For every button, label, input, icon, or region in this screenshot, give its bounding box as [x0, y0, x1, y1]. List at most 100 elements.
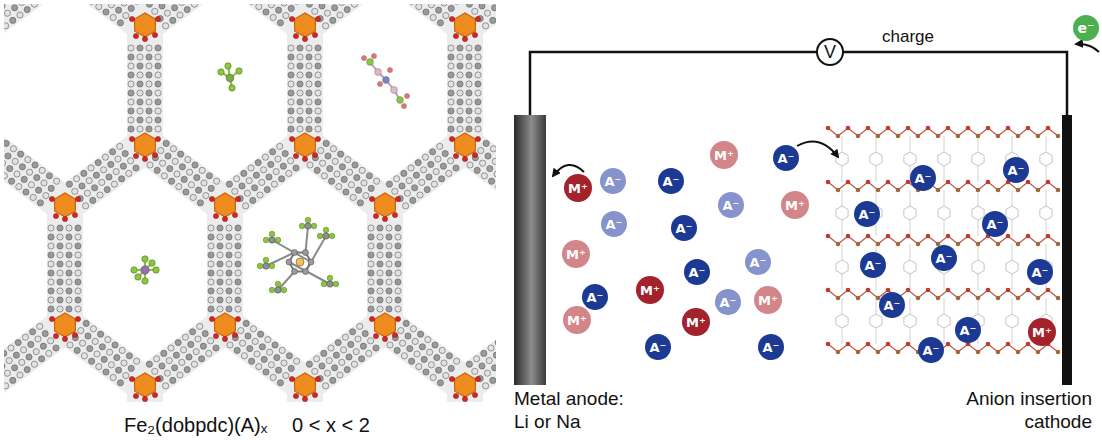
- anion-circle-faded: A⁻: [601, 211, 627, 237]
- oxygen-atom: [213, 213, 218, 218]
- carbon-atom: [57, 252, 63, 258]
- oxygen-atom: [232, 332, 237, 337]
- carbon-atom: [84, 190, 90, 196]
- carbon-atom: [271, 181, 277, 187]
- carbon-atom: [474, 356, 480, 362]
- carbon-atom: [407, 346, 413, 352]
- carbon-atom: [128, 158, 134, 164]
- carbon-atom: [306, 361, 312, 367]
- carbon-atom: [137, 63, 143, 69]
- carbon-atom: [126, 170, 132, 176]
- layer-atom: [916, 134, 921, 139]
- carbon-atom: [386, 279, 392, 285]
- node-text: M⁺: [640, 284, 660, 297]
- carbon-atom: [154, 356, 160, 362]
- carbon-atom: [288, 365, 294, 371]
- carbon-atom: [103, 369, 109, 375]
- layer-atom: [946, 234, 951, 239]
- node-text: A⁻: [606, 218, 623, 231]
- carbon-atom: [104, 187, 110, 193]
- carbon-atom: [437, 20, 443, 26]
- carbon-atom: [297, 54, 303, 60]
- carbon-atom: [214, 178, 220, 184]
- layer-atom: [996, 188, 1001, 193]
- carbon-atom: [208, 270, 214, 276]
- node-text: A⁻: [676, 222, 693, 235]
- layer-atom: [876, 188, 881, 193]
- carbon-atom: [128, 5, 134, 11]
- carbon-atom: [356, 187, 362, 193]
- carbon-atom: [403, 320, 409, 326]
- carbon-atom: [137, 108, 143, 114]
- carbon-atom: [226, 279, 232, 285]
- oxygen-atom: [75, 316, 80, 321]
- node-text: M⁺: [686, 316, 706, 329]
- layer-atom: [886, 126, 891, 131]
- carbon-atom: [483, 140, 489, 146]
- carbon-atom: [208, 243, 214, 249]
- carbon-atom: [172, 365, 178, 371]
- carbon-atom: [297, 90, 303, 96]
- carbon-atom: [431, 181, 437, 187]
- carbon-atom: [159, 363, 165, 369]
- carbon-atom: [83, 320, 89, 326]
- carbon-atom: [323, 233, 329, 239]
- oxygen-atom: [312, 152, 317, 157]
- carbon-atom: [377, 279, 383, 285]
- oxygen-atom: [392, 212, 397, 217]
- carbon-atom: [252, 338, 258, 344]
- carbon-atom: [42, 331, 48, 337]
- oxygen-atom: [209, 316, 214, 321]
- linker-ring: [938, 152, 950, 166]
- oxygen-atom: [373, 333, 378, 338]
- oxygen-atom: [369, 196, 374, 201]
- layer-atom: [976, 296, 981, 301]
- carbon-atom: [37, 200, 43, 206]
- carbon-atom: [344, 7, 350, 13]
- carbon-atom: [315, 45, 321, 51]
- carbon-atom: [245, 333, 251, 339]
- carbon-atom: [120, 163, 126, 169]
- carbon-atom: [413, 172, 419, 178]
- layer-atom: [846, 180, 851, 185]
- carbon-atom: [475, 117, 481, 123]
- fluorine-atom: [333, 281, 339, 287]
- layer-atom: [1046, 234, 1051, 239]
- carbon-atom: [428, 362, 434, 368]
- layer-atom: [936, 134, 941, 139]
- carbon-atom: [321, 173, 327, 179]
- carbon-atom: [66, 225, 72, 231]
- carbon-atom: [36, 187, 42, 193]
- carbon-atom: [428, 4, 434, 8]
- carbon-atom: [4, 140, 9, 146]
- carbon-atom: [419, 344, 425, 350]
- layer-chain: [828, 236, 1058, 244]
- carbon-atom: [377, 252, 383, 258]
- carbon-atom: [191, 4, 197, 7]
- carbon-atom: [255, 160, 261, 166]
- carbon-atom: [286, 170, 292, 176]
- carbon-atom: [164, 370, 170, 376]
- carbon-atom: [178, 151, 184, 157]
- oxygen-atom: [293, 153, 298, 158]
- electron-arrow: [1076, 44, 1099, 52]
- carbon-atom: [259, 179, 265, 185]
- carbon-atom: [386, 252, 392, 258]
- carbon-atom: [155, 54, 161, 60]
- carbon-atom: [190, 329, 196, 335]
- layer-atom: [876, 242, 881, 247]
- carbon-atom: [134, 4, 140, 5]
- oxygen-atom: [315, 16, 320, 21]
- carbon-atom: [116, 367, 122, 373]
- carbon-atom: [226, 288, 232, 294]
- layer-atom: [836, 242, 841, 247]
- carbon-atom: [448, 158, 454, 164]
- carbon-atom: [75, 252, 81, 258]
- carbon-atom: [366, 350, 372, 356]
- carbon-atom: [306, 90, 312, 96]
- layer-atom: [856, 134, 861, 139]
- atom: [387, 67, 392, 72]
- anode-label: Metal anode: Li or Na: [514, 388, 636, 434]
- carbon-atom: [137, 126, 143, 132]
- anion-circle: A⁻: [854, 201, 880, 227]
